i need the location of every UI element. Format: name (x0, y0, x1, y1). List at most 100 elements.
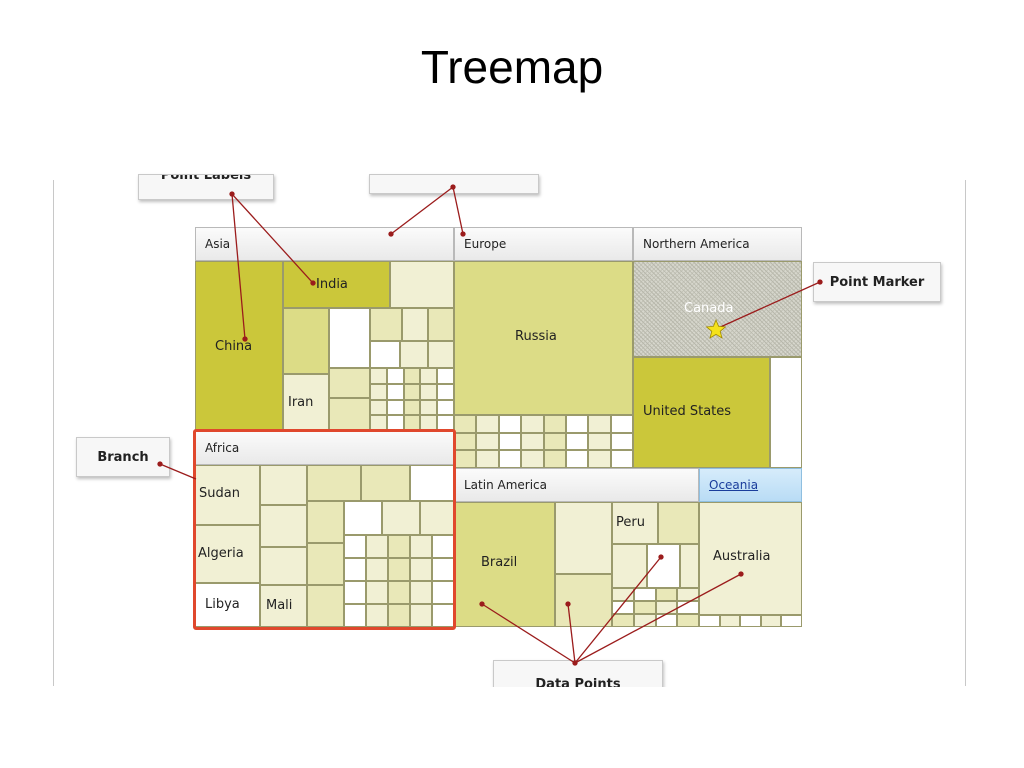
data-point[interactable] (410, 535, 432, 558)
data-point[interactable] (565, 432, 589, 451)
data-point-united-states[interactable]: United States (633, 357, 770, 468)
data-point[interactable] (370, 341, 400, 368)
data-point[interactable] (410, 558, 432, 581)
series-header-oceania[interactable]: Oceania (699, 468, 802, 502)
data-point[interactable] (388, 535, 410, 558)
data-point[interactable] (677, 614, 699, 627)
data-point[interactable] (260, 505, 307, 547)
data-point[interactable] (344, 558, 366, 581)
data-point[interactable] (366, 535, 388, 558)
data-point[interactable] (555, 574, 612, 627)
data-point[interactable] (366, 604, 388, 627)
series-header-europe[interactable]: Europe (454, 227, 633, 261)
data-point[interactable] (370, 399, 387, 416)
data-point[interactable] (410, 581, 432, 604)
data-point[interactable] (476, 432, 499, 451)
data-point[interactable] (588, 450, 611, 468)
data-point[interactable] (543, 450, 566, 468)
data-point[interactable] (719, 615, 741, 627)
data-point[interactable] (370, 368, 387, 384)
data-point[interactable] (329, 398, 370, 431)
data-point-russia[interactable]: Russia (454, 261, 633, 415)
data-point[interactable] (260, 465, 307, 505)
data-point[interactable] (402, 308, 428, 341)
data-point[interactable] (565, 415, 589, 433)
data-point[interactable] (454, 415, 477, 433)
data-point-india[interactable]: India (283, 261, 390, 308)
data-point[interactable] (437, 383, 454, 400)
data-point[interactable] (307, 585, 344, 627)
data-point[interactable] (647, 544, 680, 588)
data-point[interactable] (386, 383, 404, 400)
data-point[interactable] (633, 588, 656, 601)
data-point-canada[interactable]: Canada (633, 261, 802, 357)
series-header-asia[interactable]: Asia (195, 227, 454, 261)
data-point[interactable] (361, 465, 410, 501)
data-point[interactable] (344, 535, 366, 558)
data-point[interactable] (382, 501, 420, 535)
data-point[interactable] (388, 604, 410, 627)
data-point-china[interactable]: China (195, 261, 283, 431)
data-point[interactable] (655, 588, 678, 601)
data-point[interactable] (476, 415, 499, 433)
data-point[interactable] (521, 415, 544, 433)
data-point[interactable] (437, 399, 454, 416)
data-point[interactable] (344, 604, 366, 627)
data-point[interactable] (403, 383, 421, 400)
data-point[interactable] (760, 615, 782, 627)
data-point[interactable] (344, 581, 366, 604)
data-point[interactable] (420, 368, 438, 384)
data-point[interactable] (307, 543, 344, 585)
data-point[interactable] (400, 341, 428, 368)
data-point[interactable] (498, 450, 522, 468)
data-point-libya[interactable]: Libya (195, 583, 260, 627)
data-point-mali[interactable]: Mali (260, 585, 307, 627)
data-point[interactable] (420, 383, 438, 400)
data-point[interactable] (633, 601, 656, 614)
data-point[interactable] (370, 383, 387, 400)
data-point[interactable] (612, 614, 634, 627)
data-point[interactable] (366, 581, 388, 604)
data-point[interactable] (699, 615, 720, 627)
data-point-australia[interactable]: Australia (699, 502, 802, 615)
data-point[interactable] (555, 502, 612, 574)
data-point[interactable] (366, 558, 388, 581)
data-point[interactable] (370, 308, 402, 341)
data-point[interactable] (543, 415, 566, 433)
series-header-northern-america[interactable]: Northern America (633, 227, 802, 261)
data-point-sudan[interactable]: Sudan (195, 465, 260, 525)
data-point[interactable] (283, 308, 329, 374)
data-point[interactable] (770, 357, 802, 468)
data-point[interactable] (565, 450, 589, 468)
data-point[interactable] (781, 615, 802, 627)
data-point[interactable] (403, 368, 421, 384)
data-point[interactable] (658, 502, 699, 544)
data-point[interactable] (420, 399, 438, 416)
data-point[interactable] (428, 341, 454, 368)
data-point[interactable] (680, 544, 699, 588)
data-point[interactable] (610, 415, 633, 433)
data-point[interactable] (388, 581, 410, 604)
data-point[interactable] (260, 547, 307, 585)
data-point[interactable] (386, 399, 404, 416)
data-point[interactable] (386, 368, 404, 384)
data-point[interactable] (588, 432, 611, 451)
data-point[interactable] (420, 501, 454, 535)
data-point[interactable] (588, 415, 611, 433)
data-point[interactable] (329, 368, 370, 398)
data-point-iran[interactable]: Iran (283, 374, 329, 431)
series-header-latin-america[interactable]: Latin America (454, 468, 699, 502)
data-point[interactable] (740, 615, 761, 627)
data-point[interactable] (498, 432, 522, 451)
data-point[interactable] (410, 604, 432, 627)
data-point[interactable] (521, 432, 544, 451)
data-point[interactable] (437, 368, 454, 384)
data-point[interactable] (521, 450, 544, 468)
data-point[interactable] (498, 415, 522, 433)
data-point[interactable] (403, 399, 421, 416)
data-point-peru[interactable]: Peru (612, 502, 658, 544)
data-point[interactable] (610, 432, 633, 451)
data-point[interactable] (610, 450, 633, 468)
data-point[interactable] (390, 261, 454, 308)
data-point[interactable] (677, 588, 699, 601)
